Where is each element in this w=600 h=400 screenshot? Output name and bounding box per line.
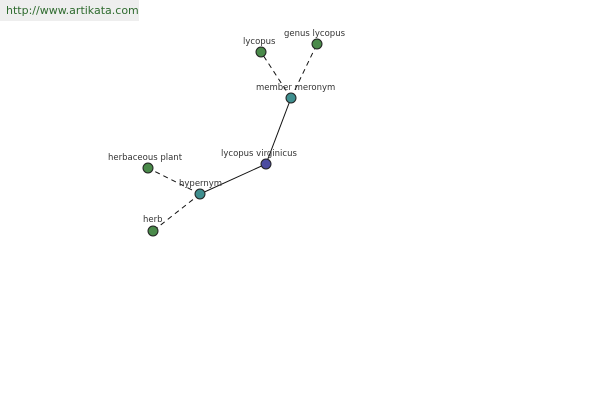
node-label-lycopus[interactable]: lycopus	[243, 37, 276, 47]
node-label-herbaceous-plant[interactable]: herbaceous plant	[108, 153, 183, 163]
edge-member-meronym-to-genus-lycopus	[290, 43, 318, 99]
node-lycopus[interactable]	[255, 46, 267, 58]
node-hypernym[interactable]	[194, 188, 206, 200]
labels-layer: lycopus virginicus member meronym hypernym…	[108, 29, 346, 225]
node-label-member-meronym[interactable]: member meronym	[256, 83, 335, 93]
edge-hypernym-to-herb	[152, 193, 201, 232]
node-herbaceous-plant[interactable]	[142, 162, 154, 174]
edge-center-to-hypernym	[199, 163, 267, 195]
edge-member-meronym-to-lycopus	[260, 51, 292, 99]
watermark-link[interactable]: http://www.artikata.com	[0, 0, 139, 21]
node-label-hypernym[interactable]: hypernym	[179, 179, 222, 189]
node-label-herb[interactable]: herb	[143, 215, 163, 225]
node-label-genus-lycopus[interactable]: genus lycopus	[284, 29, 346, 39]
node-member-meronym[interactable]	[285, 92, 297, 104]
nodes-layer	[142, 38, 323, 237]
node-genus-lycopus[interactable]	[311, 38, 323, 50]
edge-center-to-member-meronym	[265, 97, 292, 165]
node-herb[interactable]	[147, 225, 159, 237]
edge-hypernym-to-herbaceous-plant	[147, 167, 201, 195]
edges-layer	[147, 43, 318, 232]
node-label-center[interactable]: lycopus virginicus	[221, 149, 297, 159]
node-center[interactable]	[260, 158, 272, 170]
